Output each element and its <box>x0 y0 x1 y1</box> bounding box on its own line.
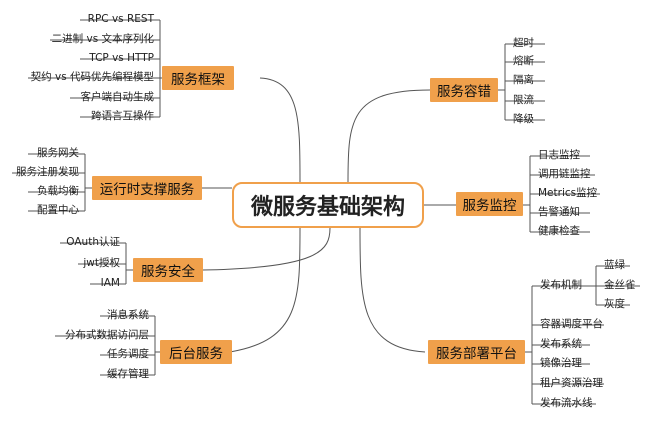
leaf-binary-vs-text: 二进制 vs 文本序列化 <box>51 33 154 45</box>
topic-fault-tolerance: 服务容错 <box>430 78 498 102</box>
leaf-load-balancing: 负载均衡 <box>37 185 79 197</box>
leaf-contract-vs-code: 契约 vs 代码优先编程模型 <box>30 71 154 83</box>
leaf-oauth: OAuth认证 <box>66 236 120 248</box>
topic-service-security: 服务安全 <box>133 258 203 282</box>
leaf-tenant-resources: 租户资源治理 <box>540 377 603 389</box>
leaf-timeout: 超时 <box>513 37 534 49</box>
leaf-client-autogen: 客户端自动生成 <box>80 91 155 103</box>
leaf-circuit-breaker: 熔断 <box>513 55 534 67</box>
leaf-metrics: Metrics监控 <box>538 187 598 199</box>
leaf-tracing: 调用链监控 <box>538 168 591 180</box>
leaf-degradation: 降级 <box>513 113 534 125</box>
topic-service-monitoring: 服务监控 <box>456 192 523 216</box>
leaf-release-pipeline: 发布流水线 <box>540 397 593 409</box>
leaf-release-mechanism: 发布机制 <box>540 279 582 291</box>
leaf-image-governance: 镜像治理 <box>540 357 582 369</box>
topic-service-framework: 服务框架 <box>162 66 234 90</box>
leaf-isolation: 隔离 <box>513 74 534 86</box>
leaf-registry: 服务注册发现 <box>16 166 79 178</box>
leaf-tcp-vs-http: TCP vs HTTP <box>89 52 154 64</box>
topic-runtime-support: 运行时支撑服务 <box>92 176 202 200</box>
leaf-rate-limit: 限流 <box>513 94 534 106</box>
leaf-cache: 缓存管理 <box>107 368 149 380</box>
leaf-rpc-vs-rest: RPC vs REST <box>87 13 154 25</box>
leaf-config-center: 配置中心 <box>37 204 79 216</box>
sub-gray-release: 灰度 <box>604 298 625 310</box>
leaf-release-system: 发布系统 <box>540 338 582 350</box>
sub-canary: 金丝雀 <box>604 279 636 291</box>
topic-deployment-platform: 服务部署平台 <box>428 340 525 364</box>
leaf-alerting: 告警通知 <box>538 206 580 218</box>
leaf-data-access: 分布式数据访问层 <box>65 329 149 341</box>
leaf-container-scheduling: 容器调度平台 <box>540 318 603 330</box>
leaf-jwt: jwt授权 <box>83 257 120 269</box>
leaf-health-check: 健康检查 <box>538 225 580 237</box>
central-topic: 微服务基础架构 <box>232 182 424 228</box>
leaf-messaging: 消息系统 <box>107 309 149 321</box>
topic-backend-services: 后台服务 <box>160 340 232 364</box>
leaf-gateway: 服务网关 <box>37 147 79 159</box>
leaf-task-scheduling: 任务调度 <box>107 348 149 360</box>
leaf-iam: IAM <box>100 277 120 289</box>
leaf-cross-language: 跨语言互操作 <box>91 110 154 122</box>
sub-blue-green: 蓝绿 <box>604 259 625 271</box>
leaf-log-monitoring: 日志监控 <box>538 149 580 161</box>
